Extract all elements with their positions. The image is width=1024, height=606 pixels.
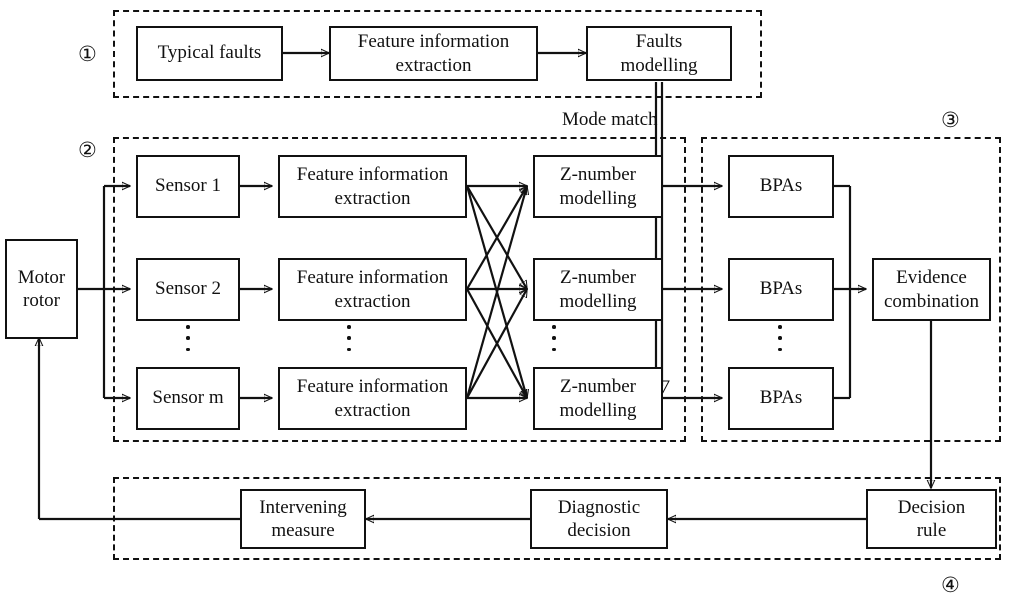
node-typical-faults[interactable]: Typical faults — [136, 26, 283, 81]
node-znumber-modelling-m[interactable]: Z-number modelling — [533, 367, 663, 430]
node-feature-extraction-2-line2: extraction — [334, 290, 411, 312]
node-diagnostic-decision[interactable]: Diagnostic decision — [530, 489, 668, 549]
node-bpas-1-label: BPAs — [759, 175, 803, 197]
node-znumber-modelling-2-line1: Z-number — [560, 267, 636, 289]
node-sensor-1-label: Sensor 1 — [155, 175, 221, 197]
node-feature-extraction-1[interactable]: Feature information extraction — [278, 155, 467, 218]
node-feature-extraction-2-line1: Feature information — [296, 267, 449, 289]
node-feature-extraction-top[interactable]: Feature information extraction — [329, 26, 538, 81]
node-decision-rule-line2: rule — [916, 520, 947, 541]
node-bpas-m[interactable]: BPAs — [728, 367, 834, 430]
znumber-column-ellipsis — [552, 325, 556, 351]
node-intervening-measure[interactable]: Intervening measure — [240, 489, 366, 549]
sensor-column-ellipsis — [186, 325, 190, 351]
section-marker-2: ② — [78, 138, 97, 162]
node-znumber-modelling-1-line1: Z-number — [560, 164, 636, 186]
node-evidence-combination[interactable]: Evidence combination — [872, 258, 991, 321]
node-feature-extraction-1-line1: Feature information — [296, 164, 449, 186]
node-bpas-2[interactable]: BPAs — [728, 258, 834, 321]
node-znumber-modelling-1-line2: modelling — [559, 187, 637, 209]
node-motor-rotor-line2: rotor — [23, 290, 60, 311]
node-faults-modelling[interactable]: Faults modelling — [586, 26, 732, 81]
feature-column-ellipsis — [347, 325, 351, 351]
node-faults-modelling-line1: Faults — [635, 31, 683, 53]
node-faults-modelling-line2: modelling — [620, 54, 698, 76]
node-znumber-modelling-2-line2: modelling — [559, 290, 637, 312]
node-intervening-measure-line2: measure — [271, 520, 335, 541]
node-sensor-2-label: Sensor 2 — [155, 278, 221, 300]
node-decision-rule[interactable]: Decision rule — [866, 489, 997, 549]
node-motor-rotor-line1: Motor — [17, 266, 66, 288]
node-znumber-modelling-m-line2: modelling — [559, 399, 637, 421]
node-bpas-1[interactable]: BPAs — [728, 155, 834, 218]
mode-match-label: Mode match — [562, 109, 658, 130]
node-znumber-modelling-1[interactable]: Z-number modelling — [533, 155, 663, 218]
node-diagnostic-decision-line2: decision — [567, 520, 631, 541]
node-sensor-2[interactable]: Sensor 2 — [136, 258, 240, 321]
section-marker-3: ③ — [941, 108, 960, 132]
node-znumber-modelling-2[interactable]: Z-number modelling — [533, 258, 663, 321]
node-decision-rule-line1: Decision — [897, 496, 966, 518]
node-bpas-m-label: BPAs — [759, 387, 803, 409]
node-typical-faults-label: Typical faults — [157, 42, 262, 64]
node-feature-extraction-m-line2: extraction — [334, 399, 411, 421]
node-feature-extraction-top-line1: Feature information — [357, 31, 510, 53]
node-sensor-1[interactable]: Sensor 1 — [136, 155, 240, 218]
bpas-column-ellipsis — [778, 325, 782, 351]
node-feature-extraction-2[interactable]: Feature information extraction — [278, 258, 467, 321]
node-diagnostic-decision-line1: Diagnostic — [557, 496, 641, 518]
node-sensor-m-label: Sensor m — [152, 387, 224, 409]
node-bpas-2-label: BPAs — [759, 278, 803, 300]
node-feature-extraction-top-line2: extraction — [395, 54, 472, 76]
section-marker-1: ① — [78, 42, 97, 66]
node-sensor-m[interactable]: Sensor m — [136, 367, 240, 430]
node-evidence-combination-line2: combination — [884, 290, 979, 312]
node-znumber-modelling-m-line1: Z-number — [560, 376, 636, 398]
section-marker-4: ④ — [941, 573, 960, 597]
section-1-boundary — [113, 10, 762, 98]
node-feature-extraction-1-line2: extraction — [334, 187, 411, 209]
node-feature-extraction-m-line1: Feature information — [296, 376, 449, 398]
node-intervening-measure-line1: Intervening — [259, 496, 347, 518]
node-evidence-combination-line1: Evidence — [896, 267, 967, 289]
node-feature-extraction-m[interactable]: Feature information extraction — [278, 367, 467, 430]
node-motor-rotor[interactable]: Motor rotor — [5, 239, 78, 339]
